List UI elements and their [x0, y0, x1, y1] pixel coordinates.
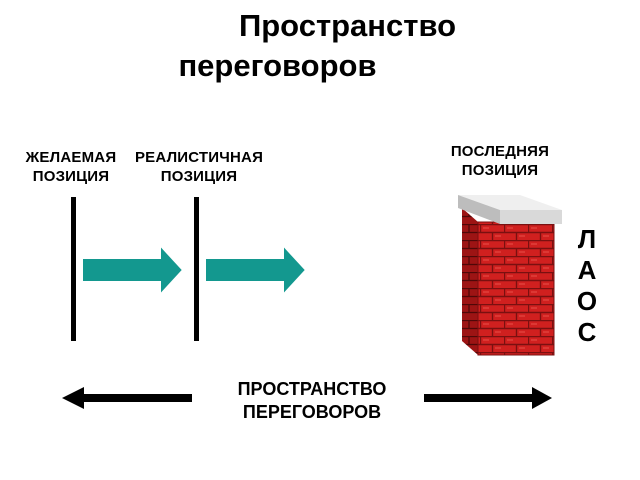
teal-arrow-1	[81, 242, 185, 298]
right-black-arrow	[424, 387, 552, 409]
brick-wall	[458, 195, 562, 356]
label-last-position: ПОСЛЕДНЯЯ ПОЗИЦИЯ	[438, 142, 562, 180]
teal-arrow-2	[204, 242, 308, 298]
label-realistic-position: РЕАЛИСТИЧНАЯ ПОЗИЦИЯ	[128, 148, 270, 186]
label-desired-line-1: ЖЕЛАЕМАЯ	[25, 149, 117, 166]
wall-cap-side	[458, 195, 500, 224]
laos-vertical-label: Л А О С	[573, 224, 601, 348]
negotiation-space-label: ПРОСТРАНСТВО ПЕРЕГОВОРОВ	[200, 378, 424, 424]
laos-letter: А	[577, 255, 597, 285]
title-line-2: переговоров	[178, 48, 377, 83]
label-desired-line-2: ПОЗИЦИЯ	[32, 168, 110, 185]
desired-position-line	[71, 197, 76, 341]
negotiation-space-line-2: ПЕРЕГОВОРОВ	[242, 402, 382, 422]
laos-letter: С	[577, 317, 597, 347]
label-last-line-1: ПОСЛЕДНЯЯ	[450, 143, 550, 160]
negotiation-space-line-1: ПРОСТРАНСТВО	[237, 379, 387, 399]
label-realistic-line-1: РЕАЛИСТИЧНАЯ	[134, 149, 264, 166]
label-desired-position: ЖЕЛАЕМАЯ ПОЗИЦИЯ	[15, 148, 127, 186]
laos-letter: Л	[577, 224, 597, 254]
left-black-arrow	[62, 387, 192, 409]
diagram-title: Пространство переговоров	[0, 6, 640, 86]
label-last-line-2: ПОЗИЦИЯ	[461, 162, 539, 179]
wall-side-face	[462, 208, 478, 355]
title-line-1: Пространство	[238, 8, 457, 43]
wall-front-face	[478, 222, 554, 355]
wall-cap-front	[500, 210, 562, 224]
laos-letter: О	[576, 286, 598, 316]
label-realistic-line-2: ПОЗИЦИЯ	[160, 168, 238, 185]
wall-cap-top	[458, 195, 562, 210]
realistic-position-line	[194, 197, 199, 341]
